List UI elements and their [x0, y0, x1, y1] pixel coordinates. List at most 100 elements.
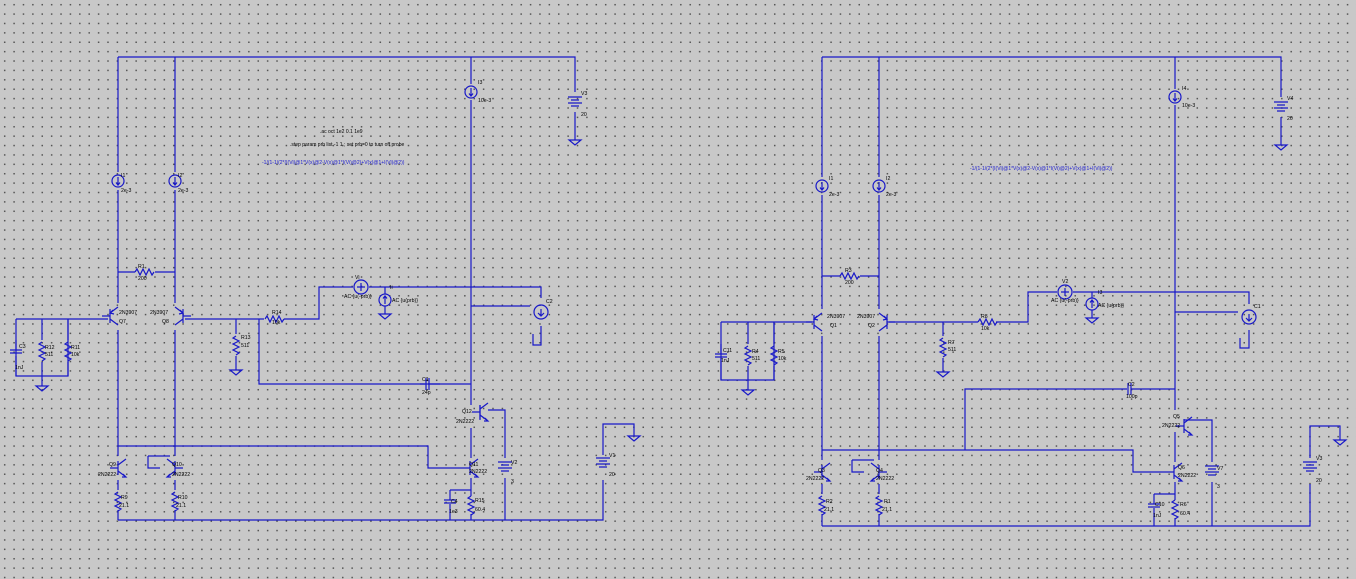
pnp-transistor-icon[interactable] — [805, 312, 823, 332]
left-q8-ref-label: Q8 — [162, 319, 169, 325]
resistor-icon[interactable] — [770, 345, 778, 366]
current-source-icon[interactable] — [815, 179, 829, 193]
right-q6-ref-label: Q6 — [1178, 465, 1185, 471]
resistor-icon[interactable] — [744, 345, 752, 366]
right-q1-ref-label: Q1 — [830, 323, 837, 329]
right-schematic — [714, 56, 1347, 527]
left-r12-ref-label: R12 — [45, 345, 55, 351]
left-q11-val-label: 2N2222 — [469, 469, 487, 475]
left-r10-val-label: 21.1 — [176, 503, 186, 509]
right-r7-ref-label: R7 — [948, 340, 955, 346]
left-q12-val-label: 2N2222 — [456, 419, 474, 425]
left-v2-val-label: 3 — [511, 479, 514, 485]
resistor-icon[interactable] — [467, 495, 475, 516]
right-r1-ref-label: R1 — [884, 499, 891, 505]
right-q2-ref-label: Q2 — [868, 323, 875, 329]
current-source-icon[interactable] — [378, 293, 392, 307]
voltage-source-icon[interactable] — [353, 279, 369, 295]
right-i1-ref-label: I1 — [829, 176, 833, 182]
battery-icon[interactable] — [595, 457, 611, 468]
right-r2-val-label: 21.1 — [824, 507, 834, 513]
left-c3-ref-label: C3 — [19, 344, 26, 350]
npn-transistor-icon[interactable] — [471, 402, 489, 422]
battery-icon[interactable] — [497, 461, 513, 472]
right-q4-val-label: 2N2222 — [876, 476, 894, 482]
probe-icon[interactable] — [533, 304, 549, 320]
left-i1-val-label: 2e-3 — [121, 188, 131, 194]
left-q10-val-label: 2N2222 — [172, 472, 190, 478]
ground-icon — [741, 389, 755, 396]
right-q4-ref-label: Q4 — [876, 468, 883, 474]
left-r9-ref-label: R9 — [121, 495, 128, 501]
left-r14-val-label: 10k — [272, 320, 281, 326]
battery-icon[interactable] — [567, 96, 583, 107]
right-r8-val-label: 10k — [981, 326, 990, 332]
right-v2-val-label: AC {u(-prb)} — [1051, 298, 1079, 304]
left-r13-ref-label: R13 — [241, 335, 251, 341]
left-r9-val-label: 21.1 — [119, 503, 129, 509]
left-i2-val-label: 2e-3 — [178, 188, 188, 194]
battery-icon[interactable] — [1273, 101, 1289, 112]
right-r3-val-label: 200 — [845, 280, 854, 286]
right-v4-val-label: 20 — [1287, 116, 1293, 122]
right-r4-val-label: 511 — [752, 356, 760, 362]
expression-text: -1/(1-1/(2*(I(Vi)@1*V(x)@2-V(x)@1*I(Vi)@… — [970, 166, 1113, 172]
right-q1-val-label: 2N3907 — [827, 314, 845, 320]
right-c10-ref-label: C10 — [1155, 502, 1165, 508]
current-source-icon[interactable] — [872, 179, 886, 193]
resistor-icon[interactable] — [232, 335, 240, 356]
left-c1-ref-label: C1 — [422, 377, 429, 383]
right-q2-val-label: 2N3907 — [857, 314, 875, 320]
left-q8-val-label: 2N3907 — [150, 310, 168, 316]
left-q7-ref-label: Q7 — [119, 319, 126, 325]
left-r10-ref-label: R10 — [178, 495, 188, 501]
left-c2-ref-label: C2 — [546, 299, 553, 305]
pnp-transistor-icon[interactable] — [878, 312, 896, 332]
right-i3-ref-label: I3 — [1098, 290, 1102, 296]
left-c1-val-label: 24p — [422, 390, 431, 396]
left-v1-ref-label: V1 — [609, 453, 615, 459]
left-labels: .ac oct 1e2 0.1 1e9 .step param prb list… — [15, 80, 615, 515]
left-schematic — [9, 56, 641, 521]
left-r14-ref-label: R14 — [272, 310, 282, 316]
ground-icon — [568, 139, 582, 146]
left-r11-val-label: 10k — [71, 352, 80, 358]
right-r6-val-label: 60.4 — [1180, 511, 1190, 517]
ac-directive: .ac oct 1e2 0.1 1e9 — [320, 129, 363, 135]
pnp-transistor-icon[interactable] — [101, 306, 119, 326]
right-i4-val-label: 10e-3 — [1182, 103, 1195, 109]
right-r8-ref-label: R8 — [981, 314, 988, 320]
left-i3-ref-label: I3 — [478, 80, 482, 86]
left-q11-ref-label: Q11 — [469, 462, 479, 468]
left-v1-val-label: 20 — [609, 472, 615, 478]
left-i2-ref-label: I2 — [178, 173, 182, 179]
right-i4-ref-label: I4 — [1182, 86, 1186, 92]
probe-icon[interactable] — [1241, 309, 1257, 325]
right-r4-ref-label: R4 — [752, 349, 759, 355]
right-i2-val-label: 2e-3 — [886, 192, 896, 198]
right-r2-ref-label: R2 — [826, 499, 833, 505]
right-r5-val-label: 10k — [778, 356, 787, 362]
current-source-icon[interactable] — [464, 85, 478, 99]
resistor-icon[interactable] — [1171, 499, 1179, 520]
right-q6-val-label: 2N2222 — [1178, 473, 1196, 479]
resistor-icon[interactable] — [939, 337, 947, 358]
current-source-icon[interactable] — [1168, 90, 1182, 104]
right-v4-ref-label: V4 — [1287, 96, 1293, 102]
left-r15-ref-label: R15 — [475, 498, 485, 504]
pnp-transistor-icon[interactable] — [174, 306, 192, 326]
right-labels: -1/(1-1/(2*(I(Vi)@1*V(x)@2-V(x)@1*I(Vi)@… — [721, 86, 1322, 519]
right-q5-val-label: 2N2222 — [1162, 423, 1180, 429]
right-c2-ref-label: C2 — [1128, 382, 1135, 388]
left-c4-val-label: 1e3 — [449, 509, 458, 515]
voltage-source-icon[interactable] — [1057, 284, 1073, 300]
right-c10-val-label: 1nJ — [1153, 513, 1162, 519]
left-ii-val-label: AC {u(prb)} — [392, 298, 418, 304]
left-r1-val-label: 200 — [138, 276, 147, 282]
left-r1-ref-label: R1 — [138, 264, 145, 270]
battery-icon[interactable] — [1302, 461, 1318, 472]
current-source-icon[interactable] — [1085, 297, 1099, 311]
left-v3-ref-label: V3 — [581, 91, 587, 97]
left-q9-val-label: 2N2222 — [98, 472, 116, 478]
